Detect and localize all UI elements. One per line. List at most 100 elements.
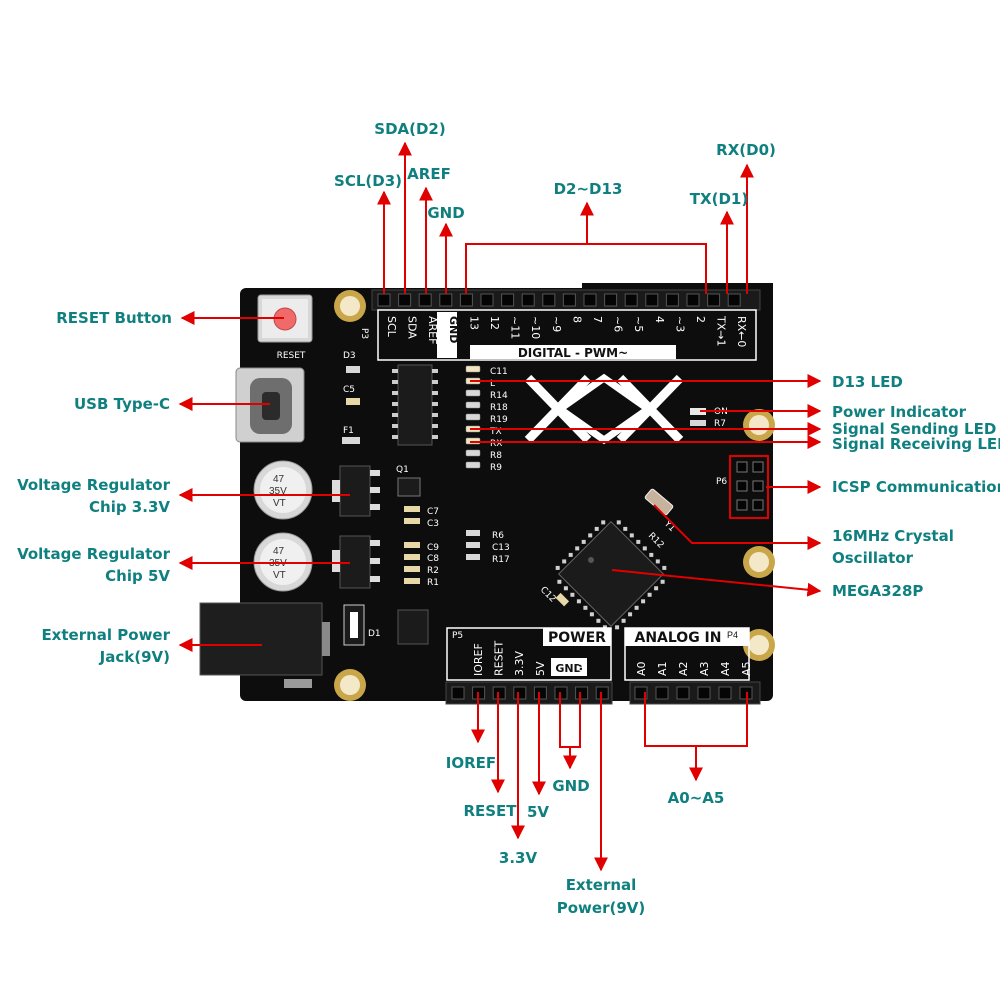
refdes-r7: R7 — [714, 419, 726, 429]
smd-resistor — [465, 401, 481, 409]
p6-label: P6 — [716, 477, 727, 487]
digital-pin-label: 2 — [694, 316, 707, 323]
diode-d1 — [343, 604, 365, 646]
cap1-line1: 47 — [273, 474, 285, 485]
chip-pin — [392, 402, 398, 406]
mcu-pin — [636, 539, 641, 544]
analog-pin-label: A3 — [698, 661, 711, 676]
mcu-pin — [555, 565, 560, 570]
chip-pin — [432, 391, 438, 395]
refdes-r1: R1 — [427, 578, 439, 588]
power-pin-label: Vin — [575, 659, 588, 676]
mcu-pin — [662, 565, 667, 570]
mcu-pin — [641, 599, 646, 604]
mcu-pin — [570, 592, 575, 597]
callout-ioref: IOREF — [446, 754, 496, 772]
analog-pin-label: A4 — [719, 661, 732, 676]
digital-pin — [645, 293, 659, 307]
mcu-pin — [568, 552, 573, 557]
icsp-pin — [752, 499, 764, 511]
callout-d13-led: D13 LED — [832, 373, 903, 391]
smd-resistor — [465, 461, 481, 469]
cap2-line1: 47 — [273, 546, 285, 557]
chip-pin — [392, 435, 398, 439]
callout-ext-power-line1: External — [566, 876, 637, 894]
callout-tx-led: Signal Sending LED — [832, 420, 996, 438]
analog-pin — [676, 686, 690, 700]
capacitor-1: 47 35V VT — [253, 460, 313, 520]
icsp-pin — [752, 461, 764, 473]
mcu-pin — [642, 546, 647, 551]
digital-pin — [562, 293, 576, 307]
chip-pin — [392, 380, 398, 384]
digital-pin-label: AREF — [426, 316, 439, 344]
mcu-pin — [581, 539, 586, 544]
power-pin-label: IOREF — [472, 643, 485, 676]
chip-pin — [432, 402, 438, 406]
callout-d2-d13: D2~D13 — [554, 180, 623, 198]
mcu-pin — [588, 533, 593, 538]
power-pin — [451, 686, 465, 700]
reset-silk-label: RESET — [277, 351, 306, 361]
callout-ext-power-line2: Power(9V) — [557, 899, 645, 917]
refdes-d3: D3 — [343, 351, 356, 361]
smd-part — [404, 542, 420, 548]
smd-resistor — [466, 530, 480, 536]
digital-banner: DIGITAL - PWM~ — [518, 346, 628, 360]
chip-pin — [432, 380, 438, 384]
callout-5v: 5V — [527, 803, 549, 821]
mcu-pin — [616, 520, 621, 525]
callout-arrows — [178, 141, 822, 872]
analog-pin — [697, 686, 711, 700]
analog-pin-label: A5 — [740, 661, 753, 676]
refdes-r2: R2 — [427, 566, 439, 576]
digital-pin — [665, 293, 679, 307]
digital-pin — [377, 293, 391, 307]
mcu-pin — [623, 526, 628, 531]
smd-part — [404, 506, 420, 512]
callout-mcu: MEGA328P — [832, 582, 923, 600]
refdes-c3: C3 — [427, 519, 439, 529]
mcu-pin — [589, 612, 594, 617]
refdes-r18: R18 — [490, 403, 508, 413]
digital-pin-label: SDA — [406, 316, 419, 339]
smd-part — [346, 398, 360, 405]
analog-pin-label: A0 — [635, 661, 648, 676]
refdes-r17: R17 — [492, 555, 510, 565]
refdes-r8: R8 — [490, 451, 502, 461]
digital-pin — [707, 293, 721, 307]
callout-reset-pin: RESET — [463, 802, 517, 820]
mcu-pin — [576, 599, 581, 604]
callout-tx: TX(D1) — [690, 190, 748, 208]
icsp-header: P6 — [716, 455, 769, 519]
smd-led — [465, 365, 481, 373]
callout-3v3: 3.3V — [499, 849, 538, 867]
callout-usb: USB Type-C — [74, 395, 170, 413]
icsp-pin — [736, 480, 748, 492]
analog-pin-label: A1 — [656, 661, 669, 676]
led-column — [342, 365, 706, 607]
callout-sda: SDA(D2) — [374, 120, 445, 138]
power-pin-label: GND — [555, 662, 582, 675]
mcu-pin — [629, 533, 634, 538]
digital-pin-label: 8 — [570, 316, 583, 323]
digital-pin — [604, 293, 618, 307]
callout-a0-a5: A0~A5 — [668, 789, 725, 807]
chip-pin — [392, 424, 398, 428]
smd-resistor — [466, 542, 480, 548]
dc-power-jack — [199, 602, 330, 688]
power-pin — [595, 686, 609, 700]
smd-part — [404, 554, 420, 560]
mcu-pin — [634, 605, 639, 610]
mcu-pin — [660, 579, 665, 584]
refdes-r9: R9 — [490, 463, 502, 473]
power-pin — [492, 686, 506, 700]
power-pin-label: RESET — [493, 640, 506, 676]
refdes-l: L — [490, 379, 495, 389]
refdes-c13: C13 — [492, 543, 510, 553]
icsp-pin — [736, 461, 748, 473]
chip-pin — [432, 435, 438, 439]
digital-pin-label: 12 — [488, 316, 501, 330]
